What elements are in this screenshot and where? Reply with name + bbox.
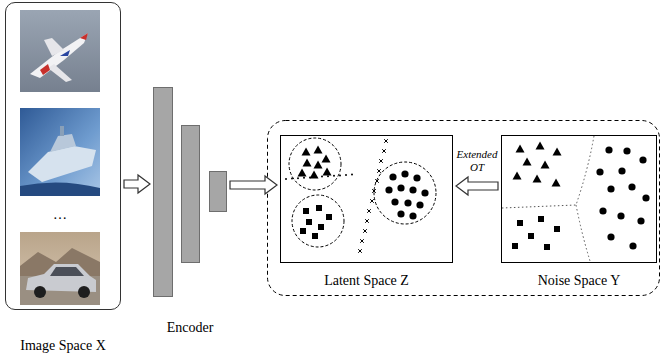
edge-label: Extended OT [453,148,501,174]
hollow-arrow [230,176,277,194]
ellipsis: … [53,207,67,223]
hollow-arrow [456,177,498,195]
image-space-box: Image Space X [5,2,121,310]
encoder-layers [154,88,227,297]
noise-space-box: Noise Space Y [501,135,657,263]
dashed-region [268,121,660,296]
car-image [20,232,100,305]
encoder-block: Encoder [153,87,227,297]
hollow-arrow [124,175,150,193]
latent-clusters [285,138,436,253]
node-label: Image Space X [20,338,106,354]
noise-points [502,136,650,261]
ship-image [20,108,100,196]
airplane-image [20,10,100,92]
node-label: Encoder [167,320,214,336]
node-label: Latent Space Z [324,273,409,289]
latent-space-box: Latent Space Z [280,135,453,263]
node-label: Noise Space Y [538,273,621,289]
